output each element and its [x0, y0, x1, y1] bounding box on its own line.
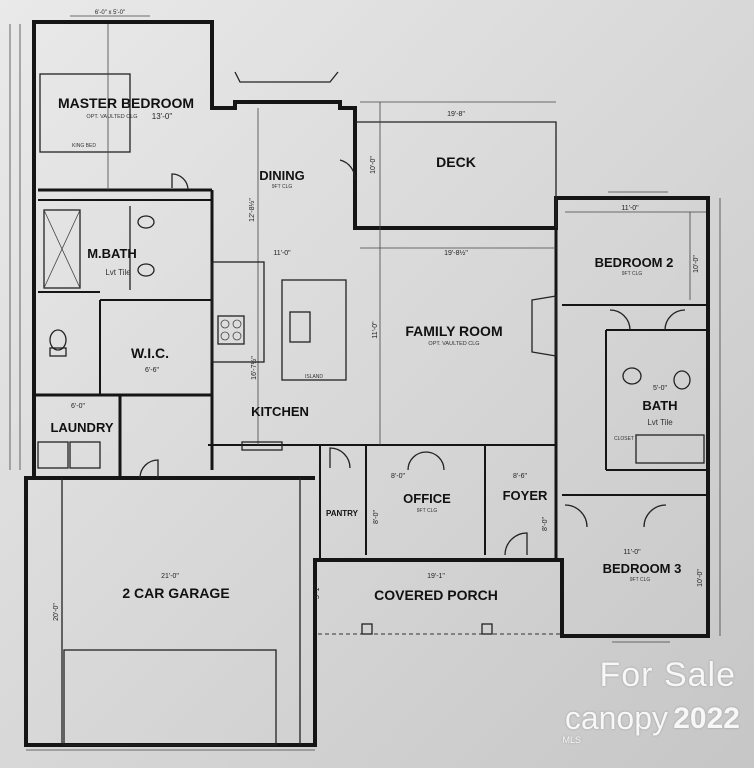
- office-label: OFFICE: [403, 491, 451, 506]
- watermark-year: 2022: [673, 702, 740, 735]
- island-label: ISLAND: [305, 374, 323, 380]
- dim-foyer-width: 8'-6": [513, 473, 527, 480]
- foyer-label: FOYER: [503, 488, 548, 503]
- canopy-logo: canopy: [564, 700, 668, 736]
- dim-deck-width: 19'-8": [447, 111, 465, 118]
- exterior-walls: [24, 20, 710, 747]
- bath-floor: Lvt Tile: [647, 418, 673, 427]
- garage-label: 2 CAR GARAGE: [122, 585, 229, 601]
- porch-label: COVERED PORCH: [374, 587, 498, 603]
- wic-label: W.I.C.: [131, 345, 169, 361]
- master-bedroom-label: MASTER BEDROOM: [58, 95, 194, 111]
- closet-label: CLOSET: [614, 436, 634, 442]
- dining-ceiling: 9FT CLG: [272, 184, 293, 190]
- dimension-labels: 6'-0" x 5'-0" 19'-8" 10'-0" 12'-8½" 19'-…: [53, 10, 704, 621]
- bedroom2-label: BEDROOM 2: [595, 255, 674, 270]
- bath-label: BATH: [642, 398, 677, 413]
- dim-bath-width: 5'-0": [653, 385, 667, 392]
- dim-dining-height: 12'-8½": [248, 198, 256, 222]
- dim-bedroom3-depth: 10'-0": [697, 569, 704, 587]
- dim-porch-depth: 5'-1": [314, 585, 321, 599]
- dim-top-left: 6'-0" x 5'-0": [95, 10, 125, 16]
- dim-family-width: 19'-8½": [444, 249, 468, 257]
- master-bedroom-dim: 13'-0": [152, 112, 173, 121]
- master-bath-label: M.BATH: [87, 246, 137, 261]
- dim-foyer-depth: 8'-0": [542, 517, 549, 531]
- dim-deck-depth: 10'-0": [370, 156, 377, 174]
- dim-office-width: 8'-0": [391, 473, 405, 480]
- dim-kitchen-width: 11'-0": [273, 250, 291, 257]
- family-room-label: FAMILY ROOM: [405, 323, 502, 339]
- dim-garage-width: 21'-0": [161, 573, 179, 580]
- bedroom3-label: BEDROOM 3: [603, 561, 682, 576]
- pantry-label: PANTRY: [326, 509, 359, 518]
- dim-kitchen-height: 16'-7½": [250, 356, 258, 380]
- room-labels: MASTER BEDROOM OPT. VAULTED CLG 13'-0" K…: [50, 95, 681, 603]
- dim-laundry-width: 6'-0": [71, 403, 85, 410]
- dining-label: DINING: [259, 168, 305, 183]
- master-bedroom-ceiling: OPT. VAULTED CLG: [86, 114, 137, 120]
- dim-bedroom2-depth: 10'-0": [693, 255, 700, 273]
- deck-label: DECK: [436, 154, 476, 170]
- office-ceiling: 9FT CLG: [417, 508, 438, 514]
- bedroom3-ceiling: 9FT CLG: [630, 577, 651, 583]
- king-bed-label: KING BED: [72, 143, 96, 149]
- dim-porch-width: 19'-1": [427, 573, 445, 580]
- mls-label: MLS: [562, 735, 581, 745]
- for-sale-watermark: For Sale: [599, 656, 736, 694]
- dim-garage-depth: 20'-0": [53, 603, 60, 621]
- dim-wic-width: 6'-6": [145, 367, 159, 374]
- master-bath-floor: Lvt Tile: [105, 268, 131, 277]
- detail-lines: [9, 15, 721, 751]
- dim-office-depth: 8'-0": [373, 510, 380, 524]
- bedroom2-ceiling: 9FT CLG: [622, 271, 643, 277]
- family-room-ceiling: OPT. VAULTED CLG: [428, 341, 479, 347]
- dim-family-height: 11'-0": [372, 321, 379, 339]
- dim-bedroom3-width: 11'-0": [623, 549, 641, 556]
- dim-bedroom2-width: 11'-0": [621, 205, 639, 212]
- laundry-label: LAUNDRY: [50, 420, 113, 435]
- kitchen-label: KITCHEN: [251, 404, 309, 419]
